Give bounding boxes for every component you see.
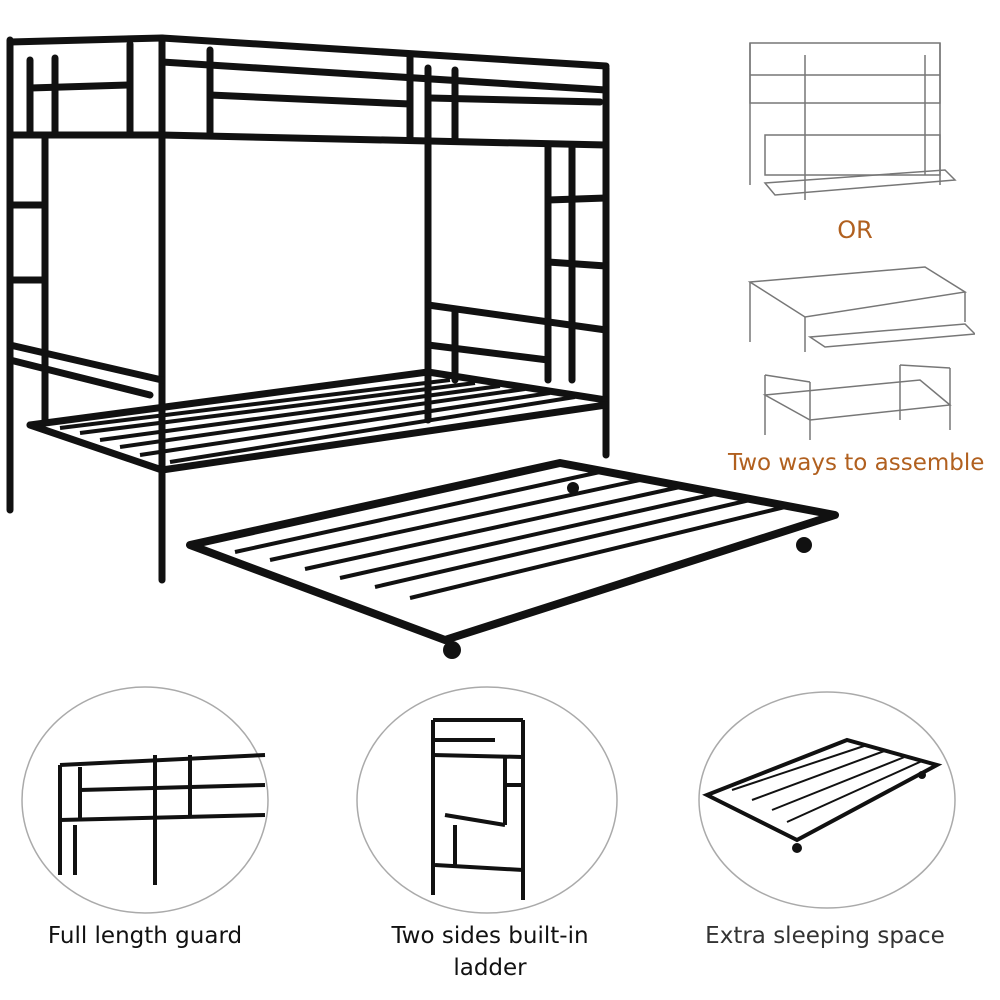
feature-caption-ladder-line2: ladder — [453, 955, 527, 981]
built-in-ladder-image — [356, 686, 618, 914]
feature-caption-ladder: Two sides built-in ladder — [360, 920, 620, 984]
bunk-assembly-diagram — [749, 42, 957, 200]
trundle-image — [698, 691, 956, 909]
single-bed-diagram — [762, 364, 952, 440]
or-label: OR — [837, 216, 873, 244]
feature-caption-sleeping-space: Extra sleeping space — [705, 923, 945, 949]
bunk-bed-with-trundle-image — [6, 34, 839, 659]
full-length-guard-image — [21, 686, 269, 914]
assembly-caption: Two ways to assemble — [728, 450, 985, 476]
daybed-with-trundle-diagram — [747, 266, 975, 352]
feature-caption-ladder-line1: Two sides built-in — [391, 923, 589, 949]
feature-caption-guard: Full length guard — [47, 923, 243, 949]
